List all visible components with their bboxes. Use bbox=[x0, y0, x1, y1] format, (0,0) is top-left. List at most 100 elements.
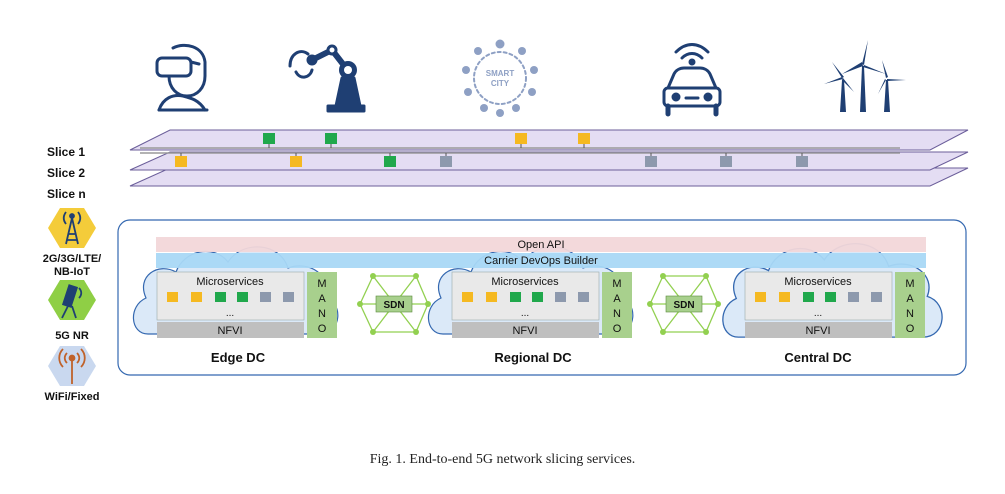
ms-green bbox=[532, 292, 543, 302]
microservices-label: Microservices bbox=[491, 276, 559, 288]
access-2g-label-line-1: 2G/3G/LTE/ bbox=[43, 253, 101, 265]
mano-letter: M bbox=[612, 278, 621, 290]
vnf-marker bbox=[175, 156, 187, 167]
ms-gray bbox=[260, 292, 271, 302]
regional-dc-label: Regional DC bbox=[494, 350, 572, 365]
nfvi-bar bbox=[452, 322, 599, 338]
mano-letter: A bbox=[318, 293, 326, 305]
open-api-band bbox=[156, 237, 926, 252]
ms-gray bbox=[555, 292, 566, 302]
mano-letter: M bbox=[905, 278, 914, 290]
ms-orange bbox=[167, 292, 178, 302]
vnf-marker bbox=[796, 156, 808, 167]
ms-orange bbox=[486, 292, 497, 302]
microservices-ellipsis: ... bbox=[226, 308, 234, 319]
slice-2-label: Slice 2 bbox=[47, 166, 85, 180]
edge-dc: Microservices ... NFVI M A N O Edge DC bbox=[156, 271, 337, 365]
ms-green bbox=[215, 292, 226, 302]
wifi-antenna-icon bbox=[58, 348, 86, 384]
nfvi-label: NFVI bbox=[512, 325, 537, 337]
mano-letter: A bbox=[906, 293, 914, 305]
microservices-box bbox=[451, 271, 600, 321]
ms-green bbox=[825, 292, 836, 302]
slice-labels: Slice 1 Slice 2 Slice n bbox=[47, 145, 86, 201]
cell-tower-icon bbox=[62, 211, 82, 245]
ms-gray bbox=[283, 292, 294, 302]
slice-1-plane bbox=[129, 129, 969, 151]
mano-box bbox=[602, 272, 632, 338]
smart-city-label-line-1: SMART bbox=[486, 69, 515, 78]
ms-gray bbox=[871, 292, 882, 302]
ms-green bbox=[803, 292, 814, 302]
edge-dc-label: Edge DC bbox=[211, 350, 266, 365]
robot-arm-icon bbox=[288, 44, 366, 113]
mano-letter: A bbox=[613, 293, 621, 305]
slice-planes bbox=[129, 129, 969, 187]
vnf-marker bbox=[645, 156, 657, 167]
microservices-label: Microservices bbox=[196, 276, 264, 288]
mano-letter: N bbox=[906, 308, 914, 320]
vnf-marker bbox=[515, 133, 527, 144]
access-technologies: 2G/3G/LTE/ NB-IoT 5G NR WiFi/Fixed bbox=[43, 208, 101, 403]
sdn-mesh-1: SDN bbox=[357, 273, 431, 335]
access-wifi-label: WiFi/Fixed bbox=[45, 391, 100, 403]
slice-2-vnfs bbox=[175, 153, 808, 167]
ms-gray bbox=[848, 292, 859, 302]
microservices-ellipsis: ... bbox=[814, 308, 822, 319]
vnf-marker bbox=[440, 156, 452, 167]
figure-caption: Fig. 1. End-to-end 5G network slicing se… bbox=[369, 452, 636, 467]
slice-2-plane bbox=[129, 151, 969, 171]
vnf-marker bbox=[578, 133, 590, 144]
access-5g-label: 5G NR bbox=[55, 330, 89, 342]
ms-orange bbox=[462, 292, 473, 302]
smart-city-icon bbox=[462, 39, 538, 117]
mano-box bbox=[895, 272, 925, 338]
ms-green bbox=[237, 292, 248, 302]
smart-city-label-line-2: CITY bbox=[491, 79, 510, 88]
microservices-label: Microservices bbox=[784, 276, 852, 288]
nfvi-label: NFVI bbox=[805, 325, 830, 337]
mano-box bbox=[307, 272, 337, 338]
slice-1-vnfs bbox=[263, 133, 590, 148]
devops-band bbox=[156, 253, 926, 268]
connected-car-icon bbox=[662, 43, 722, 117]
vnf-marker bbox=[720, 156, 732, 167]
mano-letter: O bbox=[318, 323, 327, 335]
nfvi-label: NFVI bbox=[217, 325, 242, 337]
nfvi-bar bbox=[745, 322, 892, 338]
vnf-marker bbox=[290, 156, 302, 167]
microservices-box bbox=[156, 271, 305, 321]
vr-headset-icon bbox=[155, 43, 209, 112]
regional-dc: Microservices ... NFVI M A N O Regional … bbox=[451, 271, 632, 365]
ms-gray bbox=[578, 292, 589, 302]
access-2g-label-line-2: NB-IoT bbox=[54, 266, 90, 278]
slice-n-plane bbox=[129, 167, 969, 187]
vnf-marker bbox=[325, 133, 337, 144]
ms-green bbox=[510, 292, 521, 302]
mano-letter: M bbox=[317, 278, 326, 290]
open-api-label: Open API bbox=[517, 239, 564, 251]
nfvi-bar bbox=[157, 322, 304, 338]
central-dc: Microservices ... NFVI M A N O Central D… bbox=[744, 271, 925, 365]
slice-n-label: Slice n bbox=[47, 187, 86, 201]
microservices-box bbox=[744, 271, 893, 321]
slice-1-label: Slice 1 bbox=[47, 145, 85, 159]
microservices-ellipsis: ... bbox=[521, 308, 529, 319]
mano-letter: N bbox=[318, 308, 326, 320]
vnf-marker bbox=[384, 156, 396, 167]
devops-label: Carrier DevOps Builder bbox=[484, 255, 598, 267]
ms-orange bbox=[191, 292, 202, 302]
use-case-icons: SMART CITY bbox=[155, 39, 906, 117]
cell-tower-hexagon bbox=[48, 208, 96, 248]
sdn-box bbox=[665, 295, 703, 313]
mano-letter: N bbox=[613, 308, 621, 320]
mano-letter: O bbox=[613, 323, 622, 335]
ms-orange bbox=[755, 292, 766, 302]
sdn-label: SDN bbox=[673, 300, 694, 311]
wind-turbine-icon bbox=[824, 40, 906, 112]
vnf-marker bbox=[263, 133, 275, 144]
ms-orange bbox=[779, 292, 790, 302]
mano-letter: O bbox=[906, 323, 915, 335]
central-dc-label: Central DC bbox=[784, 350, 852, 365]
